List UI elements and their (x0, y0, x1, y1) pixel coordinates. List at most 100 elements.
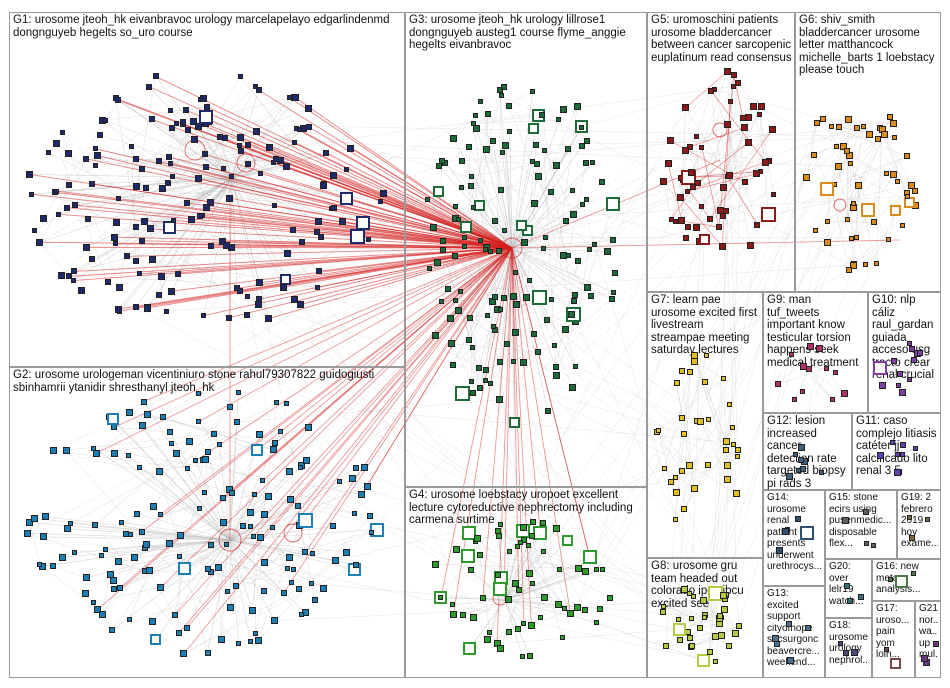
node-g2[interactable] (185, 438, 195, 448)
node-g7[interactable] (701, 379, 710, 388)
node-g2[interactable] (261, 510, 271, 520)
node-g3[interactable] (461, 234, 469, 242)
node-g2[interactable] (309, 580, 317, 588)
node-g4[interactable] (506, 549, 514, 557)
node-g2[interactable] (310, 550, 318, 558)
node-g4[interactable] (541, 593, 551, 603)
node-g1[interactable] (217, 133, 226, 142)
node-g4[interactable] (438, 594, 446, 602)
node-g8[interactable] (720, 591, 730, 601)
node-g13[interactable] (786, 657, 796, 667)
node-g19[interactable] (925, 516, 933, 524)
node-g2[interactable] (140, 398, 149, 407)
node-g2[interactable] (98, 552, 106, 560)
node-g6[interactable] (904, 197, 917, 210)
node-g4[interactable] (468, 567, 477, 576)
node-g1[interactable] (64, 204, 73, 213)
node-g4[interactable] (529, 581, 537, 589)
node-g1[interactable] (203, 103, 212, 112)
node-g2[interactable] (234, 419, 243, 428)
node-g4[interactable] (515, 625, 524, 634)
node-g4[interactable] (497, 645, 507, 655)
node-g3[interactable] (530, 89, 538, 97)
node-g7[interactable] (704, 462, 713, 471)
node-g6[interactable] (863, 262, 871, 270)
node-g10[interactable] (906, 376, 914, 384)
node-g2[interactable] (297, 465, 305, 473)
node-g2[interactable] (352, 511, 360, 519)
node-g1[interactable] (132, 304, 141, 313)
node-g2[interactable] (353, 561, 362, 570)
node-g7[interactable] (729, 425, 737, 433)
node-g8[interactable] (720, 606, 730, 616)
node-g1[interactable] (197, 96, 205, 104)
node-g6[interactable] (819, 116, 828, 125)
node-g2[interactable] (367, 513, 376, 522)
node-g7[interactable] (680, 431, 689, 440)
node-g1[interactable] (28, 191, 36, 199)
node-g7[interactable] (721, 376, 729, 384)
node-g3[interactable] (573, 103, 583, 113)
node-g3[interactable] (492, 218, 501, 227)
node-g1[interactable] (323, 150, 332, 159)
node-g2[interactable] (126, 408, 136, 418)
node-g7[interactable] (656, 427, 664, 435)
node-g2[interactable] (288, 579, 296, 587)
node-g1[interactable] (180, 119, 189, 128)
node-g5[interactable] (723, 120, 733, 130)
node-g5[interactable] (757, 112, 765, 119)
node-g9[interactable] (792, 396, 800, 404)
node-g7[interactable] (685, 462, 695, 471)
node-g1[interactable] (84, 215, 93, 224)
node-g1[interactable] (93, 146, 101, 154)
node-g1[interactable] (169, 125, 178, 134)
node-g1[interactable] (237, 143, 245, 151)
node-g2[interactable] (116, 585, 125, 594)
node-g3[interactable] (551, 342, 559, 350)
node-g2[interactable] (149, 502, 159, 512)
node-g2[interactable] (220, 518, 230, 528)
node-g16[interactable] (888, 576, 896, 584)
node-g2[interactable] (160, 414, 169, 423)
node-g5[interactable] (699, 144, 707, 152)
node-g3[interactable] (427, 265, 435, 273)
node-g7[interactable] (690, 357, 700, 367)
node-g8[interactable] (660, 603, 668, 611)
node-g1[interactable] (279, 283, 289, 293)
node-g6[interactable] (900, 223, 908, 231)
node-g3[interactable] (439, 247, 448, 256)
node-g3[interactable] (604, 248, 614, 258)
node-g2[interactable] (260, 559, 270, 569)
node-g3[interactable] (599, 179, 608, 188)
node-g3[interactable] (469, 379, 477, 387)
node-g1[interactable] (220, 166, 228, 174)
node-g8[interactable] (735, 623, 744, 632)
node-g2[interactable] (285, 566, 293, 574)
node-g12[interactable] (786, 472, 796, 482)
node-g3[interactable] (528, 122, 541, 135)
node-g5[interactable] (694, 180, 703, 189)
node-g5[interactable] (744, 138, 754, 148)
node-g15[interactable] (842, 517, 852, 527)
node-g4[interactable] (526, 652, 535, 661)
node-g2[interactable] (287, 496, 297, 506)
node-g6[interactable] (890, 205, 903, 218)
node-g1[interactable] (340, 192, 355, 207)
node-g11[interactable] (913, 446, 921, 454)
node-g6[interactable] (904, 193, 912, 201)
node-g3[interactable] (535, 173, 545, 183)
node-g3[interactable] (466, 144, 475, 153)
node-g12[interactable] (799, 466, 808, 475)
node-g2[interactable] (270, 446, 280, 456)
node-g3[interactable] (572, 291, 581, 300)
node-g2[interactable] (111, 450, 121, 460)
node-g2[interactable] (255, 431, 265, 441)
node-g5[interactable] (749, 102, 759, 112)
node-g2[interactable] (62, 446, 72, 456)
node-g3[interactable] (502, 227, 510, 235)
node-g1[interactable] (138, 237, 147, 246)
node-g2[interactable] (353, 464, 362, 473)
node-g3[interactable] (543, 234, 551, 242)
node-g2[interactable] (148, 618, 158, 628)
node-g4[interactable] (477, 551, 486, 560)
